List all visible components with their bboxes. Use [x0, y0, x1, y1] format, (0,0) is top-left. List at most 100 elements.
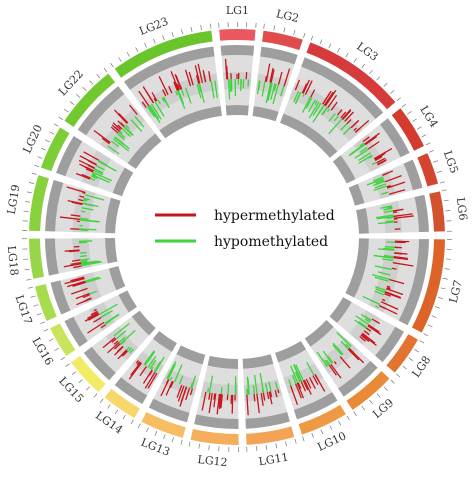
tick-lg15: [86, 387, 90, 391]
hypo-bar-lg12: [228, 383, 229, 395]
tick-lg20: [34, 165, 39, 167]
label-lg10: LG10: [315, 429, 348, 453]
tick-lg6: [444, 200, 449, 201]
hypo-bar-lg6: [387, 217, 394, 218]
tick-lg7: [443, 278, 448, 279]
hypo-bar-lg19: [81, 211, 85, 212]
tick-lg13: [163, 434, 165, 439]
label-lg20: LG20: [20, 123, 45, 156]
tick-lg3: [311, 36, 313, 41]
hyper-bar-lg19: [82, 192, 85, 193]
legend-label-hyper: hypermethylated: [214, 208, 335, 224]
tick-lg11: [285, 441, 286, 446]
tick-lg3: [320, 39, 322, 44]
label-lg12: LG12: [197, 453, 228, 469]
tick-lg6: [442, 190, 447, 191]
tick-lg10: [330, 425, 332, 429]
tick-lg4: [417, 127, 421, 130]
tick-lg17: [33, 305, 38, 307]
ideogram-lg11: [246, 426, 294, 444]
tick-lg11: [295, 439, 296, 444]
hyper-bar-lg7: [394, 253, 402, 254]
hypo-bar-lg1: [230, 79, 231, 92]
tick-lg22: [70, 102, 74, 105]
label-lg11: LG11: [258, 451, 290, 469]
label-lg18: LG18: [5, 245, 21, 276]
tick-lg2: [284, 27, 285, 32]
label-lg3: LG3: [354, 40, 380, 64]
tick-lg11: [266, 445, 267, 450]
tick-lg3: [362, 64, 365, 68]
tick-lg9: [369, 400, 372, 404]
label-lg23: LG23: [137, 15, 170, 38]
tick-lg9: [354, 412, 357, 416]
tick-lg14: [107, 405, 110, 409]
tick-lg23: [153, 39, 155, 44]
ideogram-lg18: [29, 239, 44, 279]
tick-lg13: [172, 437, 174, 442]
tick-lg2: [274, 25, 275, 30]
tick-lg23: [127, 52, 130, 56]
tick-lg20: [41, 148, 46, 150]
tick-lg23: [210, 24, 211, 29]
tick-lg23: [119, 58, 122, 62]
hypo-bar-lg18: [80, 252, 87, 253]
tick-lg7: [428, 325, 433, 327]
tick-lg22: [83, 87, 87, 90]
tick-lg7: [432, 316, 437, 318]
tick-lg4: [426, 143, 430, 145]
hypo-bar-lg12: [221, 387, 222, 394]
tick-lg4: [412, 119, 416, 122]
tick-lg14: [123, 415, 126, 419]
tick-lg8: [414, 349, 418, 352]
hypo-bar-lg12: [208, 388, 209, 392]
tick-lg19: [32, 173, 37, 174]
tick-lg7: [424, 334, 428, 336]
tick-lg13: [146, 427, 148, 432]
tick-lg10: [321, 430, 323, 435]
legend-label-hypo: hypomethylated: [214, 234, 328, 250]
tick-lg23: [111, 63, 114, 67]
hypo-bar-lg1: [248, 79, 249, 86]
tick-lg3: [346, 53, 349, 57]
tick-lg3: [397, 98, 401, 101]
tick-lg18: [23, 259, 28, 260]
tick-lg13: [155, 431, 157, 436]
label-lg6: LG6: [454, 197, 470, 222]
tick-lg3: [384, 83, 387, 87]
tick-lg19: [25, 201, 30, 202]
tick-lg14: [100, 399, 103, 403]
hyper-bar-lg11: [278, 390, 279, 393]
ideogram-lg2: [262, 31, 303, 50]
tick-lg23: [181, 29, 182, 34]
tick-lg15: [94, 394, 97, 398]
tick-lg2: [303, 33, 305, 38]
label-lg9: LG9: [370, 396, 396, 421]
hyper-bar-lg12: [232, 395, 233, 414]
tick-lg23: [172, 32, 174, 37]
label-lg17: LG17: [13, 293, 35, 326]
hypo-bar-lg19: [83, 200, 86, 201]
label-lg15: LG15: [56, 374, 86, 405]
track-band-outer-lg1: [221, 45, 255, 56]
tick-lg8: [396, 374, 400, 377]
tick-lg13: [138, 424, 140, 428]
tick-lg22: [76, 94, 80, 97]
tick-lg3: [354, 58, 357, 62]
tick-lg22: [104, 68, 107, 72]
tick-lg23: [163, 35, 165, 40]
hypo-bar-lg18: [80, 256, 86, 257]
hyper-bar-lg11: [254, 394, 255, 401]
hyper-bar-lg7: [392, 268, 397, 269]
tick-lg16: [55, 348, 59, 351]
tick-lg8: [409, 358, 413, 361]
tick-lg3: [377, 76, 380, 80]
tick-lg20: [38, 157, 43, 159]
tick-lg5: [437, 171, 442, 173]
tick-lg17: [31, 296, 36, 297]
tick-lg20: [54, 124, 58, 127]
tick-lg23: [191, 27, 192, 32]
legend: hypermethylated hypomethylated: [155, 208, 335, 250]
tick-lg10: [312, 433, 314, 438]
